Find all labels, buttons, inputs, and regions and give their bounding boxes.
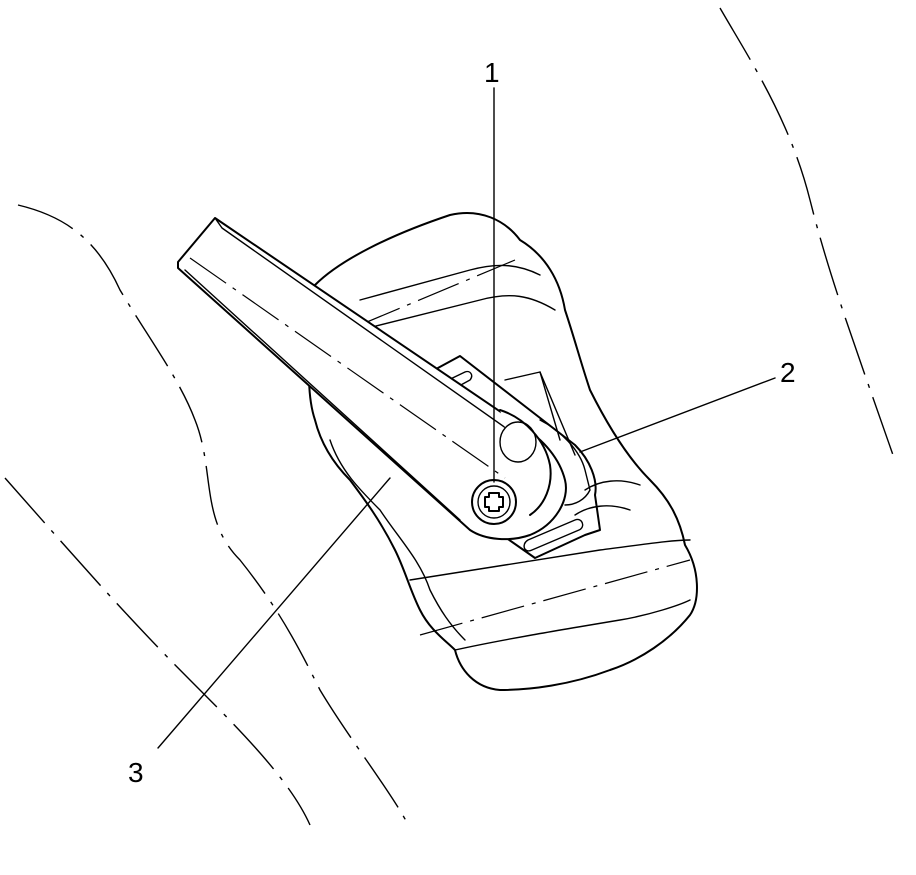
- callout-3: 3: [128, 757, 144, 788]
- callout-1: 1: [484, 57, 500, 88]
- leader-line-2: [579, 377, 776, 453]
- phantom-outline-left: [4, 204, 411, 829]
- hinge-arm: [177, 217, 567, 541]
- hinge-knuckle: [499, 409, 591, 516]
- screw: [471, 479, 517, 525]
- phantom-outline-right: [719, 7, 894, 456]
- phillips-head-icon: [484, 492, 504, 512]
- callout-2: 2: [780, 357, 796, 388]
- leader-line-3: [157, 477, 391, 749]
